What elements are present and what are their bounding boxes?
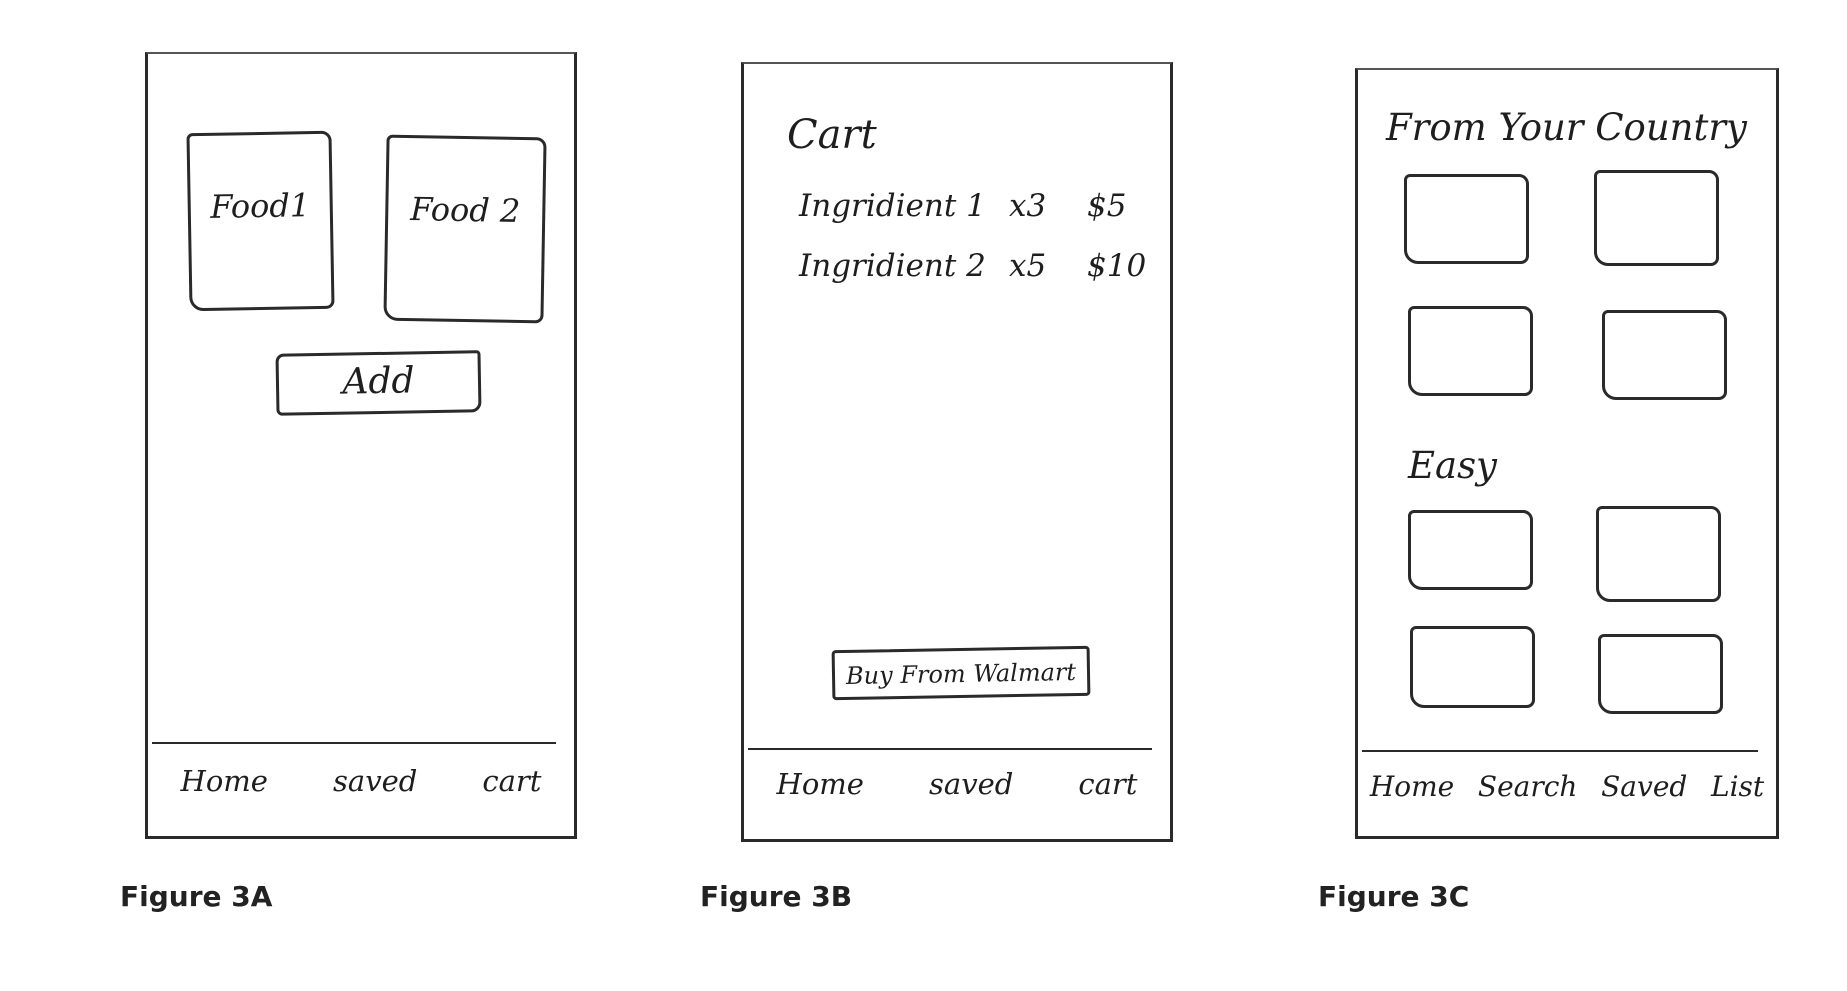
bottom-nav: Home saved cart xyxy=(148,764,574,798)
figure-caption-3c: Figure 3C xyxy=(1318,880,1470,913)
figure-caption-3b: Figure 3B xyxy=(700,880,853,913)
nav-search[interactable]: Search xyxy=(1477,770,1578,803)
nav-home[interactable]: Home xyxy=(180,764,268,798)
food-card-1-label: Food1 xyxy=(209,186,311,226)
food-card-1[interactable]: Food1 xyxy=(186,130,335,312)
nav-divider xyxy=(748,748,1152,750)
recipe-thumbnail[interactable] xyxy=(1602,310,1727,400)
section-title-easy: Easy xyxy=(1408,444,1497,487)
recipe-thumbnail[interactable] xyxy=(1408,510,1533,590)
food-card-2[interactable]: Food 2 xyxy=(383,134,547,324)
recipe-thumbnail[interactable] xyxy=(1596,506,1721,602)
nav-divider xyxy=(1362,750,1758,752)
cart-item-price: $10 xyxy=(1087,248,1147,284)
recipe-thumbnail[interactable] xyxy=(1410,626,1535,708)
nav-cart[interactable]: cart xyxy=(482,764,542,798)
phone-sketch-cart: Cart Ingridient 1 x3 $5 Ingridient 2 x5 … xyxy=(741,62,1173,842)
nav-home[interactable]: Home xyxy=(776,767,864,801)
cart-item: Ingridient 2 x5 $10 xyxy=(799,248,1146,284)
section-title-from-your-country: From Your Country xyxy=(1386,106,1747,149)
nav-home[interactable]: Home xyxy=(1369,770,1455,803)
buy-button-label: Buy From Walmart xyxy=(845,657,1077,691)
nav-saved[interactable]: saved xyxy=(333,764,418,798)
nav-saved[interactable]: saved xyxy=(929,767,1014,801)
nav-cart[interactable]: cart xyxy=(1078,767,1138,801)
add-button[interactable]: Add xyxy=(275,350,482,416)
bottom-nav: Home Search Saved List xyxy=(1358,770,1776,803)
phone-sketch-browse: From Your Country Easy Home Search Saved… xyxy=(1355,68,1779,839)
recipe-thumbnail[interactable] xyxy=(1408,306,1533,396)
cart-item-qty: x3 xyxy=(1009,188,1047,224)
figure-caption-3a: Figure 3A xyxy=(120,880,273,913)
recipe-thumbnail[interactable] xyxy=(1404,174,1529,264)
nav-divider xyxy=(152,742,556,744)
food-card-2-label: Food 2 xyxy=(410,190,521,230)
nav-saved[interactable]: Saved xyxy=(1601,770,1688,803)
add-button-label: Add xyxy=(342,360,415,403)
cart-item-price: $5 xyxy=(1087,188,1127,224)
buy-from-walmart-button[interactable]: Buy From Walmart xyxy=(831,645,1091,701)
cart-item: Ingridient 1 x3 $5 xyxy=(799,188,1126,224)
recipe-thumbnail[interactable] xyxy=(1594,170,1719,266)
phone-sketch-home: Food1 Food 2 Add Home saved cart xyxy=(145,52,577,839)
bottom-nav: Home saved cart xyxy=(744,767,1170,801)
recipe-thumbnail[interactable] xyxy=(1598,634,1723,714)
nav-list[interactable]: List xyxy=(1710,770,1765,803)
cart-item-qty: x5 xyxy=(1009,248,1047,284)
cart-title: Cart xyxy=(787,112,877,158)
cart-item-name: Ingridient 1 xyxy=(799,188,986,224)
cart-item-name: Ingridient 2 xyxy=(799,248,986,284)
